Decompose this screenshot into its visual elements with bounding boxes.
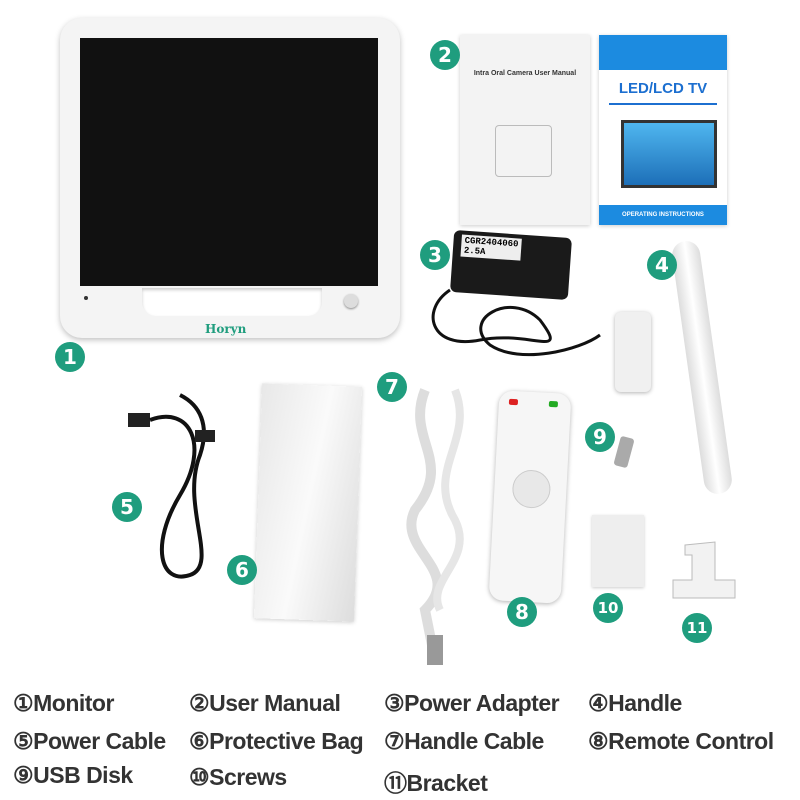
badge-9: 9 <box>585 422 615 452</box>
user-manual: Intra Oral Camera User Manual <box>460 35 590 225</box>
badge-1: 1 <box>55 342 85 372</box>
handle-holder <box>615 312 651 392</box>
badge-8: 8 <box>507 597 537 627</box>
usb-disk <box>613 435 635 469</box>
camera-handle <box>670 239 734 496</box>
adapter-cable <box>431 288 601 357</box>
legend-power-cable: ⑤Power Cable <box>13 728 166 754</box>
tv-manual-footer: OPERATING INSTRUCTIONS <box>599 205 727 225</box>
bracket <box>672 541 736 599</box>
legend-handle: ④Handle <box>588 690 682 716</box>
legend-screws: ⑩Screws <box>189 764 287 790</box>
monitor-handle <box>142 288 322 316</box>
badge-11: 11 <box>682 613 712 643</box>
brand-logo: Horyn <box>205 322 247 336</box>
badge-2: 2 <box>430 40 460 70</box>
legend-power-adapter: ③Power Adapter <box>384 690 560 716</box>
tv-picture <box>621 120 717 188</box>
legend-usb-disk: ⑨USB Disk <box>13 762 133 788</box>
remote-dpad <box>511 469 552 510</box>
badge-5: 5 <box>112 492 142 522</box>
remote-power-button <box>508 398 519 406</box>
power-cable <box>128 393 215 579</box>
legend-user-manual: ②User Manual <box>189 690 341 716</box>
badge-4: 4 <box>647 250 677 280</box>
manual-top-band <box>599 35 727 70</box>
screws-bag <box>592 515 644 587</box>
badge-6: 6 <box>227 555 257 585</box>
badge-10: 10 <box>593 593 623 623</box>
protective-bag <box>253 383 363 622</box>
legend-bracket: ⑪Bracket <box>384 770 488 796</box>
handle-cable <box>406 388 464 665</box>
legend-monitor: ①Monitor <box>13 690 114 716</box>
legend-remote-control: ⑧Remote Control <box>588 728 774 754</box>
legend-handle-cable: ⑦Handle Cable <box>384 728 544 754</box>
remote-control <box>488 390 572 604</box>
manual-title: Intra Oral Camera User Manual <box>473 70 577 77</box>
monitor-sketch <box>495 125 552 177</box>
tv-manual-title: LED/LCD TV <box>618 80 708 97</box>
power-button-icon <box>344 294 358 308</box>
monitor-screen <box>80 38 378 286</box>
power-led-icon <box>84 296 88 300</box>
badge-7: 7 <box>377 372 407 402</box>
divider <box>609 103 717 105</box>
tv-manual: LED/LCD TV OPERATING INSTRUCTIONS <box>599 35 727 225</box>
badge-3: 3 <box>420 240 450 270</box>
remote-green-button <box>548 400 559 408</box>
legend-protective-bag: ⑥Protective Bag <box>189 728 364 754</box>
